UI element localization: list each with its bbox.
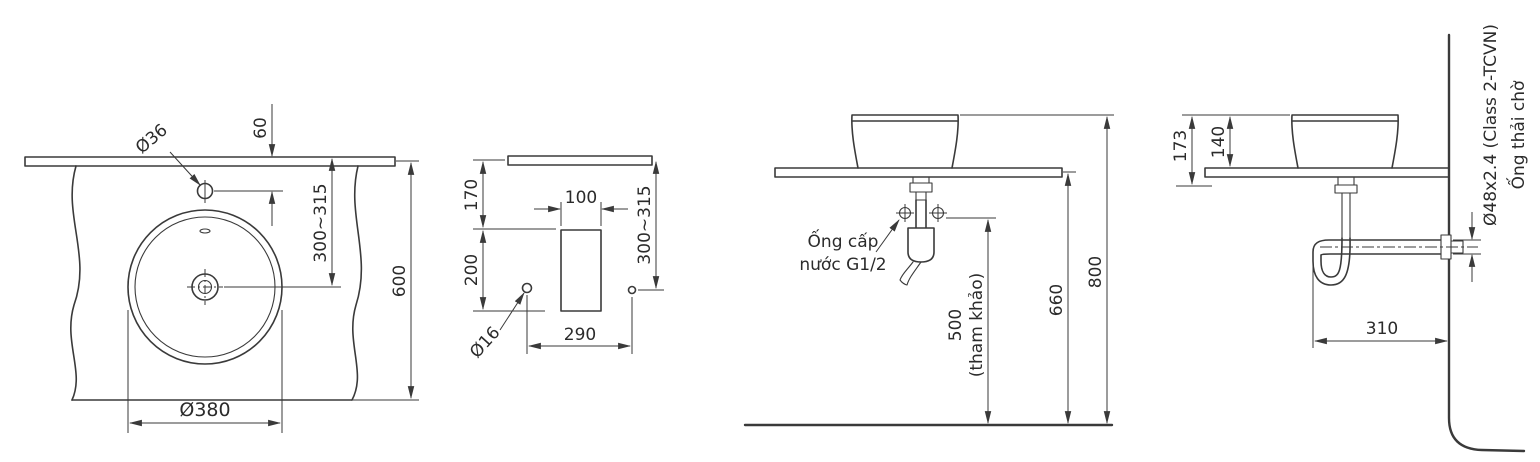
overflow-mark [199,228,211,234]
countertop [774,167,1063,178]
extension-line [1453,239,1481,255]
extension-line [127,310,283,433]
dim-basin-dia: Ø380 [179,399,230,421]
countertop-edge [24,156,396,167]
side-hole [627,285,637,295]
supply-point-right [929,204,947,222]
vessel-basin [1291,114,1399,169]
dim-height: 600 [390,265,410,297]
dim-200: 200 [462,254,482,286]
dim-hole-dia: Ø16 [466,323,504,362]
profile-view: 170 200 100 Ø16 290 300~315 [462,155,664,362]
extension-line [353,160,419,401]
countertop [1204,167,1450,178]
vessel-basin [851,114,959,169]
leader-line [169,151,201,186]
drain-fitting [909,176,933,201]
dim-170: 170 [462,179,482,211]
break-line-left [70,165,81,401]
supply-point-left [896,204,914,222]
extension-line [473,159,556,230]
dim-100: 100 [565,188,597,208]
side-install-view: 173 140 310 Ø48x2.4 (Class 2-TCVN) Ống t… [1171,24,1529,453]
waste-stub-label: Ống thải chờ [1505,80,1529,189]
dim-173: 173 [1171,130,1191,162]
drain-tailpiece [1334,176,1358,241]
bottle-trap [907,199,935,263]
dim-faucet-dia: Ø36 [132,120,172,158]
front-install-view: Ống cấp nước G1/2 500 (tham khảo) 660 80… [743,114,1114,427]
waste-pipe-spec-label: Ø48x2.4 (Class 2-TCVN) [1481,24,1501,226]
p-trap [1312,237,1450,286]
dim-center-range: 300~315 [635,185,655,264]
supply-label-line1: Ống cấp [808,228,879,252]
dim-500: 500 [946,309,966,341]
extension-line [1176,114,1290,187]
countertop-section [507,155,653,166]
fixing-hole [521,282,533,294]
dim-hole-setback: 60 [251,117,271,139]
extension-line [526,295,633,354]
wall-line [1447,33,1526,453]
top-view: Ø36 60 300~315 600 Ø380 [24,104,419,433]
dim-center-range: 300~315 [311,183,331,262]
dim-500-note: (tham khảo) [967,273,987,378]
drain-centerlines [187,269,223,305]
dim-140: 140 [1209,126,1229,158]
dim-290: 290 [564,325,596,345]
dim-660: 660 [1047,284,1067,316]
dim-800: 800 [1086,256,1106,288]
supply-label-line2: nước G1/2 [799,255,886,275]
dim-310: 310 [1366,319,1398,339]
leader-line [875,219,900,253]
trap-outlet [899,261,922,286]
leader-line [499,292,525,331]
break-line-right [351,165,363,401]
mounting-block [560,229,602,312]
